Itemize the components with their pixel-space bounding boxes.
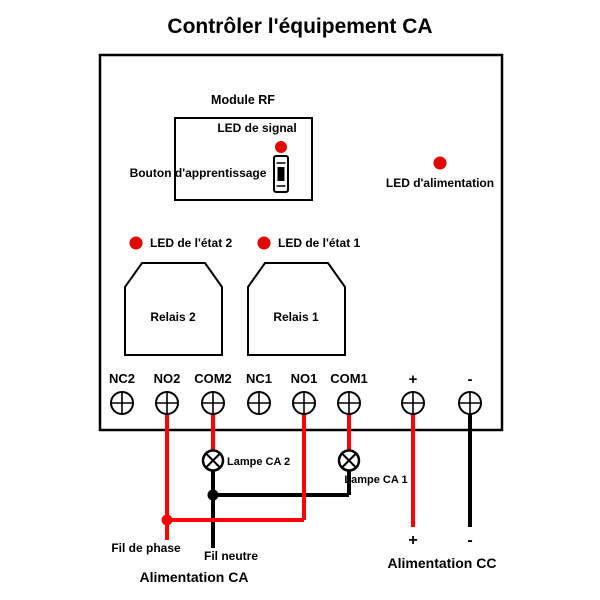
phase-junction-dot xyxy=(161,514,173,526)
dc-supply-label: Alimentation CC xyxy=(388,555,497,571)
terminal-label-nc1: NC1 xyxy=(246,371,272,386)
relay-2-label: Relais 2 xyxy=(150,310,196,324)
terminal-screw-no1 xyxy=(292,391,316,415)
terminal-label-no1: NO1 xyxy=(291,371,318,386)
terminal-screw-nc1 xyxy=(247,391,271,415)
lamp-2-icon xyxy=(201,449,225,472)
lamp-2-label: Lampe CA 2 xyxy=(227,456,290,468)
terminal-label-minus: - xyxy=(468,371,473,388)
page-title: Contrôler l'équipement CA xyxy=(167,15,432,38)
live-wiring xyxy=(161,403,415,540)
ac-supply-label: Alimentation CA xyxy=(140,569,249,585)
terminal-label-nc2: NC2 xyxy=(109,371,135,386)
terminal-screw-minus xyxy=(458,391,482,415)
status-led-2-label: LED de l'état 2 xyxy=(150,236,233,250)
terminal-screw-com2 xyxy=(201,391,225,415)
status-led-1 xyxy=(257,236,271,250)
terminal-label-plus: + xyxy=(409,371,418,388)
terminal-screw-no2 xyxy=(155,391,179,415)
power-led-label: LED d'alimentation xyxy=(386,176,494,190)
terminal-label-no2: NO2 xyxy=(154,371,181,386)
terminal-screw-nc2 xyxy=(110,391,134,415)
neutral-junction-dot xyxy=(207,489,219,501)
power-led xyxy=(433,156,447,170)
terminal-label-com2: COM2 xyxy=(194,371,232,386)
neutral-wire-label: Fil neutre xyxy=(204,549,258,563)
terminal-screw-com1 xyxy=(337,391,361,415)
dc-plus-label: + xyxy=(408,532,417,549)
neutral-wiring xyxy=(207,403,472,548)
lamp-1-label: Lampe CA 1 xyxy=(344,474,407,486)
relay-1-label: Relais 1 xyxy=(273,310,319,324)
learn-button-label: Bouton d'apprentissage xyxy=(130,166,267,180)
terminal-label-com1: COM1 xyxy=(330,371,368,386)
dc-minus-label: - xyxy=(467,532,472,549)
signal-led-label: LED de signal xyxy=(217,121,296,135)
rf-module-box xyxy=(174,117,313,201)
phase-wire-label: Fil de phase xyxy=(111,541,181,555)
rf-module-label: Module RF xyxy=(211,93,275,107)
signal-led xyxy=(275,141,287,153)
status-led-1-label: LED de l'état 1 xyxy=(278,236,361,250)
relay-2-shape xyxy=(124,262,223,356)
lamp-1-icon xyxy=(337,449,361,472)
relay-1-shape xyxy=(247,262,346,356)
terminal-screw-plus xyxy=(401,391,425,415)
status-led-2 xyxy=(129,236,143,250)
learn-button-icon xyxy=(273,155,289,193)
